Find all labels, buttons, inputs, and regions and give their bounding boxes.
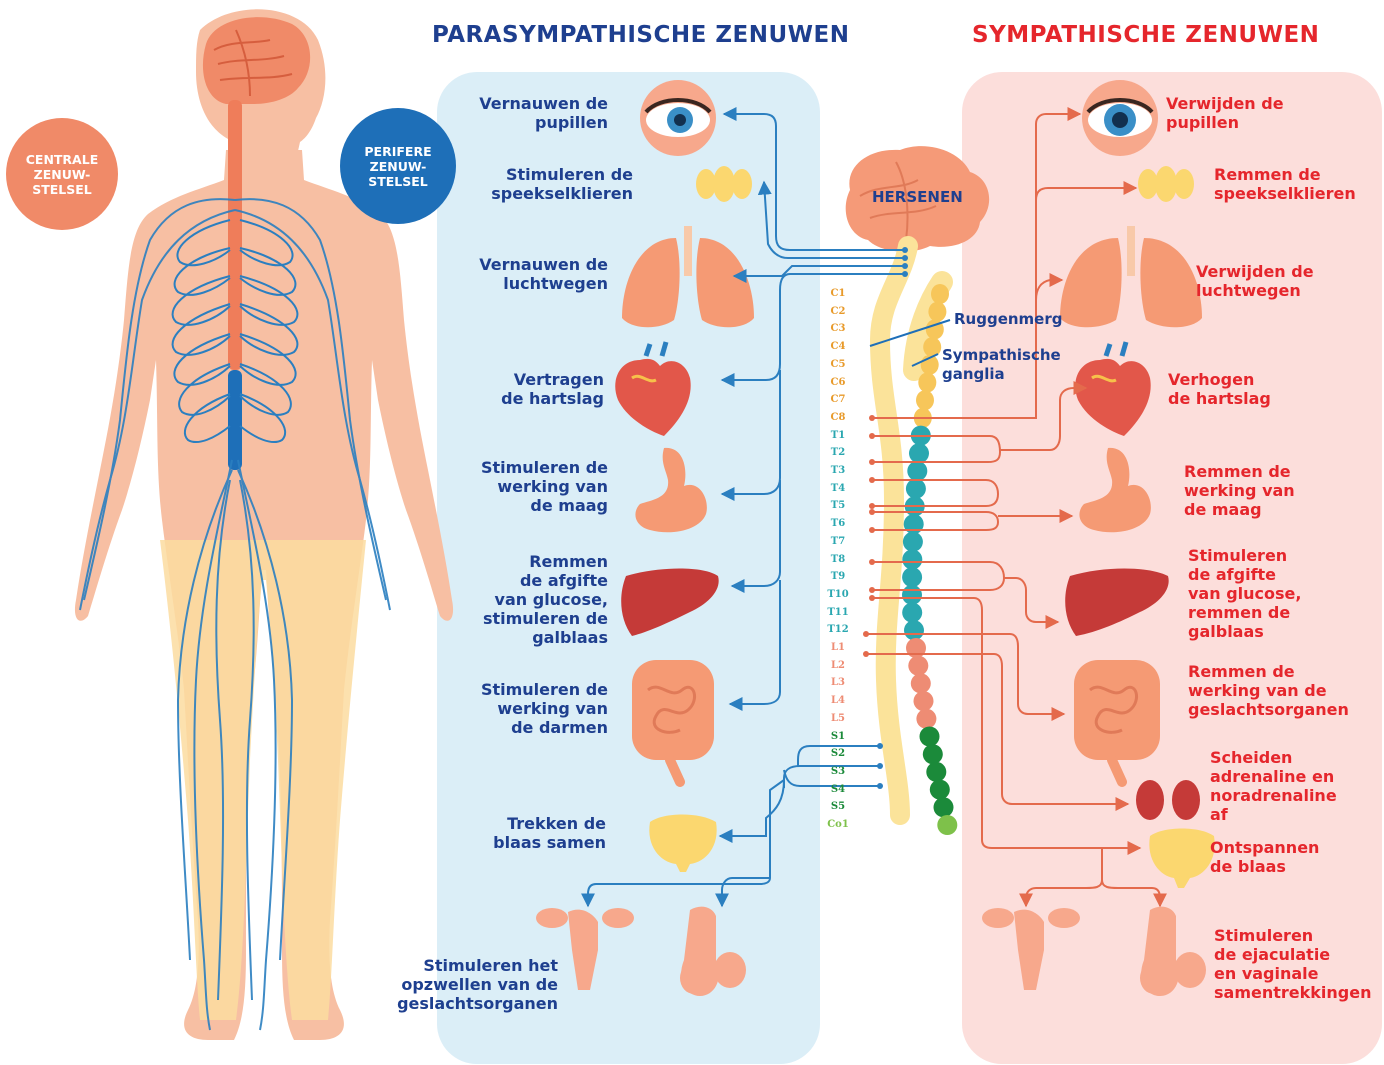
segment-c5: C5 bbox=[822, 359, 854, 370]
segment-t8: T8 bbox=[822, 554, 854, 565]
ganglion-l4 bbox=[914, 691, 934, 711]
symp-label-adrenal: Scheiden adrenaline en noradrenaline af bbox=[1210, 748, 1337, 824]
ganglion-c4 bbox=[923, 337, 941, 357]
ganglion-t4 bbox=[906, 479, 926, 499]
parasympathetic-heading: PARASYMPATHISCHE ZENUWEN bbox=[432, 22, 849, 48]
ganglion-t8 bbox=[902, 550, 922, 570]
symp-label-liver: Stimuleren de afgifte van glucose, remme… bbox=[1188, 546, 1301, 641]
sympathetic-heading: SYMPATHISCHE ZENUWEN bbox=[972, 22, 1319, 48]
ganglion-t3 bbox=[907, 461, 927, 481]
ganglion-l3 bbox=[911, 673, 931, 693]
ganglion-co1 bbox=[937, 815, 957, 835]
segment-t3: T3 bbox=[822, 465, 854, 476]
symp-label-stomach: Remmen de werking van de maag bbox=[1184, 462, 1295, 519]
symp-nerve-dots bbox=[863, 415, 875, 657]
ganglion-t9 bbox=[902, 567, 922, 587]
segment-t10: T10 bbox=[822, 589, 854, 600]
para-label-salivary: Stimuleren de speekselklieren bbox=[491, 165, 633, 203]
ganglion-s5 bbox=[934, 797, 954, 817]
para-label-intestines: Stimuleren de werking van de darmen bbox=[481, 680, 608, 737]
segment-l4: L4 bbox=[822, 695, 854, 706]
segment-s2: S2 bbox=[822, 748, 854, 759]
segment-s4: S4 bbox=[822, 784, 854, 795]
para-label-bladder: Trekken de blaas samen bbox=[493, 814, 606, 852]
ganglion-t7 bbox=[903, 532, 923, 552]
ganglion-c7 bbox=[916, 390, 934, 410]
ganglion-t10 bbox=[902, 585, 922, 605]
segment-l1: L1 bbox=[822, 642, 854, 653]
segment-t5: T5 bbox=[822, 500, 854, 511]
segment-c6: C6 bbox=[822, 377, 854, 388]
segment-s3: S3 bbox=[822, 766, 854, 777]
para-salivary bbox=[696, 166, 752, 202]
ganglion-s3 bbox=[926, 762, 946, 782]
segment-c8: C8 bbox=[822, 412, 854, 423]
segment-s1: S1 bbox=[822, 731, 854, 742]
ganglion-s1 bbox=[920, 727, 940, 747]
segment-t2: T2 bbox=[822, 447, 854, 458]
symp-label-genitals: Stimuleren de ejaculatie en vaginale sam… bbox=[1214, 926, 1371, 1002]
ganglion-c6 bbox=[918, 373, 936, 393]
ganglion-t6 bbox=[904, 514, 924, 534]
segment-t1: T1 bbox=[822, 430, 854, 441]
para-label-heart: Vertragen de hartslag bbox=[501, 370, 604, 408]
segment-l5: L5 bbox=[822, 713, 854, 724]
ganglion-c1 bbox=[931, 284, 949, 304]
symp-salivary bbox=[1138, 166, 1194, 202]
segment-s5: S5 bbox=[822, 801, 854, 812]
segment-t7: T7 bbox=[822, 536, 854, 547]
symp-label-salivary: Remmen de speekselklieren bbox=[1214, 165, 1356, 203]
segment-l2: L2 bbox=[822, 660, 854, 671]
ganglia-label: Sympathische ganglia bbox=[942, 346, 1061, 384]
segment-co1: Co1 bbox=[822, 819, 854, 830]
symp-label-lungs: Verwijden de luchtwegen bbox=[1196, 262, 1314, 300]
segment-c4: C4 bbox=[822, 341, 854, 352]
segment-t4: T4 bbox=[822, 483, 854, 494]
para-label-liver: Remmen de afgifte van glucose, stimulere… bbox=[483, 552, 608, 647]
segment-t6: T6 bbox=[822, 518, 854, 529]
ganglion-s2 bbox=[923, 744, 943, 764]
segment-t12: T12 bbox=[822, 624, 854, 635]
symp-label-bladder: Ontspannen de blaas bbox=[1210, 838, 1319, 876]
para-label-genitals: Stimuleren het opzwellen van de geslacht… bbox=[397, 956, 558, 1013]
segment-t9: T9 bbox=[822, 571, 854, 582]
para-label-eye: Vernauwen de pupillen bbox=[479, 94, 608, 132]
symp-label-intestines: Remmen de werking van de geslachtsorgane… bbox=[1188, 662, 1349, 719]
segment-l3: L3 bbox=[822, 677, 854, 688]
segment-c7: C7 bbox=[822, 394, 854, 405]
ganglion-t2 bbox=[909, 443, 929, 463]
segment-c2: C2 bbox=[822, 306, 854, 317]
ganglion-l5 bbox=[916, 709, 936, 729]
segment-t11: T11 bbox=[822, 607, 854, 618]
ganglion-l2 bbox=[908, 656, 928, 676]
peripheral-nervous-system-badge: PERIFERE ZENUW- STELSEL bbox=[340, 108, 456, 224]
para-label-stomach: Stimuleren de werking van de maag bbox=[481, 458, 608, 515]
para-label-lungs: Vernauwen de luchtwegen bbox=[479, 255, 608, 293]
symp-label-heart: Verhogen de hartslag bbox=[1168, 370, 1271, 408]
segment-c1: C1 bbox=[822, 288, 854, 299]
symp-label-eye: Verwijden de pupillen bbox=[1166, 94, 1284, 132]
central-nervous-system-badge: CENTRALE ZENUW- STELSEL bbox=[6, 118, 118, 230]
ganglion-t12 bbox=[904, 620, 924, 640]
segment-c3: C3 bbox=[822, 323, 854, 334]
spinal-cord-label: Ruggenmerg bbox=[954, 310, 1063, 329]
brain-label: HERSENEN bbox=[872, 188, 963, 207]
ganglion-s4 bbox=[930, 780, 950, 800]
ganglion-t11 bbox=[902, 603, 922, 623]
ganglion-c2 bbox=[928, 302, 946, 322]
